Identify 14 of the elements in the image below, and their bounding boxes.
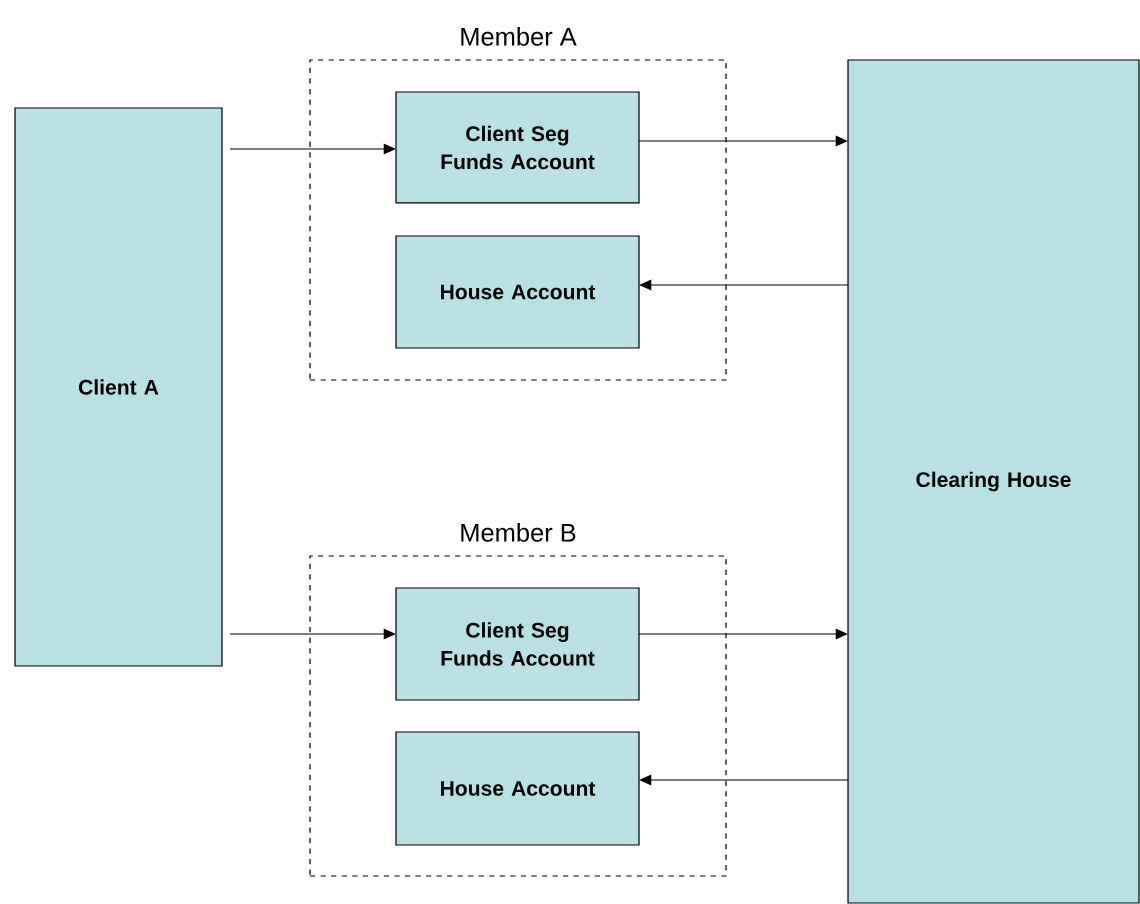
node-label: Member B — [461, 523, 576, 542]
account-box: Client Seg Funds Account — [395, 91, 640, 204]
arrow — [638, 135, 848, 147]
arrow — [638, 628, 848, 640]
node-label: Member A — [461, 27, 577, 46]
account-box: Client Seg Funds Account — [395, 587, 640, 701]
account-box: House Account — [395, 235, 640, 349]
arrow — [229, 143, 396, 155]
entity-box: Clearing House — [847, 59, 1140, 904]
arrow — [229, 628, 396, 640]
arrow — [639, 774, 849, 786]
account-box: House Account — [395, 731, 640, 846]
entity-box: Client A — [14, 107, 223, 667]
arrow — [639, 279, 849, 291]
